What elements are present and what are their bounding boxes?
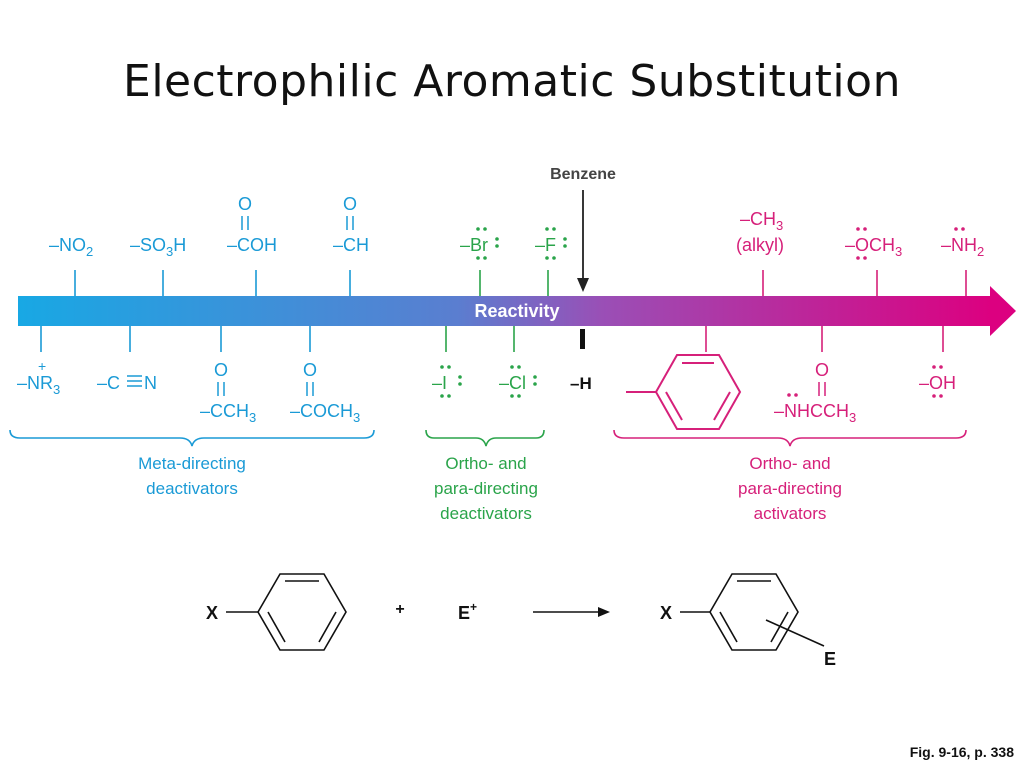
group-iodo: –I: [432, 365, 462, 398]
group-phenyl: [626, 354, 742, 430]
group-carboxylic-acid: O –COH: [227, 194, 277, 255]
reactivity-arrow: [18, 286, 1016, 336]
svg-text:O: O: [303, 360, 317, 380]
activator-brace: [613, 429, 967, 447]
group-methyl: –CH3 (alkyl): [736, 209, 784, 255]
group-amino: –NH2: [941, 227, 984, 259]
svg-text:–COH: –COH: [227, 235, 277, 255]
svg-text:+: +: [38, 358, 46, 374]
product-e-label: E: [824, 649, 836, 669]
svg-text:deactivators: deactivators: [440, 504, 532, 523]
svg-text:para-directing: para-directing: [434, 479, 538, 498]
meta-category-label: Meta-directing deactivators: [138, 454, 246, 498]
svg-text:O: O: [238, 194, 252, 214]
group-trialkylammonium: + –NR3: [17, 358, 60, 397]
svg-text:–Br: –Br: [460, 235, 488, 255]
group-ketone: O –CCH3: [200, 360, 256, 425]
reactant-x-label: X: [206, 603, 218, 623]
hydrogen-label: –H: [570, 374, 592, 393]
group-aldehyde: O –CH: [333, 194, 369, 255]
bottom-ticks: [40, 326, 944, 352]
product-x-label: X: [660, 603, 672, 623]
svg-text:–COCH3: –COCH3: [290, 401, 360, 425]
slide-title: Electrophilic Aromatic Substitution: [123, 56, 901, 107]
group-chloro: –Cl: [499, 365, 537, 398]
ortho-deactivator-category-label: Ortho- and para-directing deactivators: [434, 454, 538, 523]
meta-brace: [9, 429, 375, 447]
svg-text:–OCH3: –OCH3: [845, 235, 902, 259]
svg-text:deactivators: deactivators: [146, 479, 238, 498]
svg-text:–CH3: –CH3: [740, 209, 783, 233]
svg-text:–F: –F: [535, 235, 556, 255]
svg-text:–I: –I: [432, 373, 447, 393]
svg-text:Ortho- and: Ortho- and: [445, 454, 526, 473]
svg-text:–NHCCH3: –NHCCH3: [774, 401, 856, 425]
svg-text:O: O: [343, 194, 357, 214]
benzene-pointer-head: [577, 278, 589, 292]
svg-text:activators: activators: [754, 504, 827, 523]
ortho-deactivator-brace: [425, 429, 545, 447]
benzene-marker: [580, 329, 585, 349]
figure-reference: Fig. 9-16, p. 338: [909, 744, 1014, 760]
svg-text:–CCH3: –CCH3: [200, 401, 256, 425]
svg-text:–OH: –OH: [919, 373, 956, 393]
svg-text:–SO3H: –SO3H: [130, 235, 186, 259]
svg-text:Meta-directing: Meta-directing: [138, 454, 246, 473]
group-ester: O –COCH3: [290, 360, 360, 425]
svg-text:–NH2: –NH2: [941, 235, 984, 259]
group-nitrile: –C N: [97, 373, 157, 393]
svg-text:O: O: [214, 360, 228, 380]
group-methoxy: –OCH3: [845, 227, 902, 260]
reaction-arrow-head: [598, 607, 610, 617]
svg-text:–NO2: –NO2: [49, 235, 93, 259]
group-nitro: –NO2: [49, 235, 93, 259]
svg-text:para-directing: para-directing: [738, 479, 842, 498]
reactant-benzene-ring: [226, 573, 347, 651]
product-benzene-ring: [680, 573, 825, 651]
electrophile-label: E+: [458, 600, 477, 623]
benzene-label: Benzene: [550, 166, 616, 183]
svg-text:–CH: –CH: [333, 235, 369, 255]
group-hydroxyl: –OH: [919, 365, 956, 398]
group-sulfonic-acid: –SO3H: [130, 235, 186, 259]
group-bromo: –Br: [460, 227, 499, 260]
activator-category-label: Ortho- and para-directing activators: [738, 454, 842, 523]
svg-text:–Cl: –Cl: [499, 373, 526, 393]
svg-text:Ortho- and: Ortho- and: [749, 454, 830, 473]
group-fluoro: –F: [535, 227, 567, 260]
group-acetamido: O –NHCCH3: [774, 360, 856, 425]
top-ticks: [74, 270, 967, 296]
svg-text:O: O: [815, 360, 829, 380]
plus-sign: +: [395, 601, 404, 618]
reactivity-label: Reactivity: [474, 301, 559, 321]
svg-text:–NR3: –NR3: [17, 373, 60, 397]
svg-text:(alkyl): (alkyl): [736, 235, 784, 255]
svg-text:N: N: [144, 373, 157, 393]
svg-text:–C: –C: [97, 373, 120, 393]
